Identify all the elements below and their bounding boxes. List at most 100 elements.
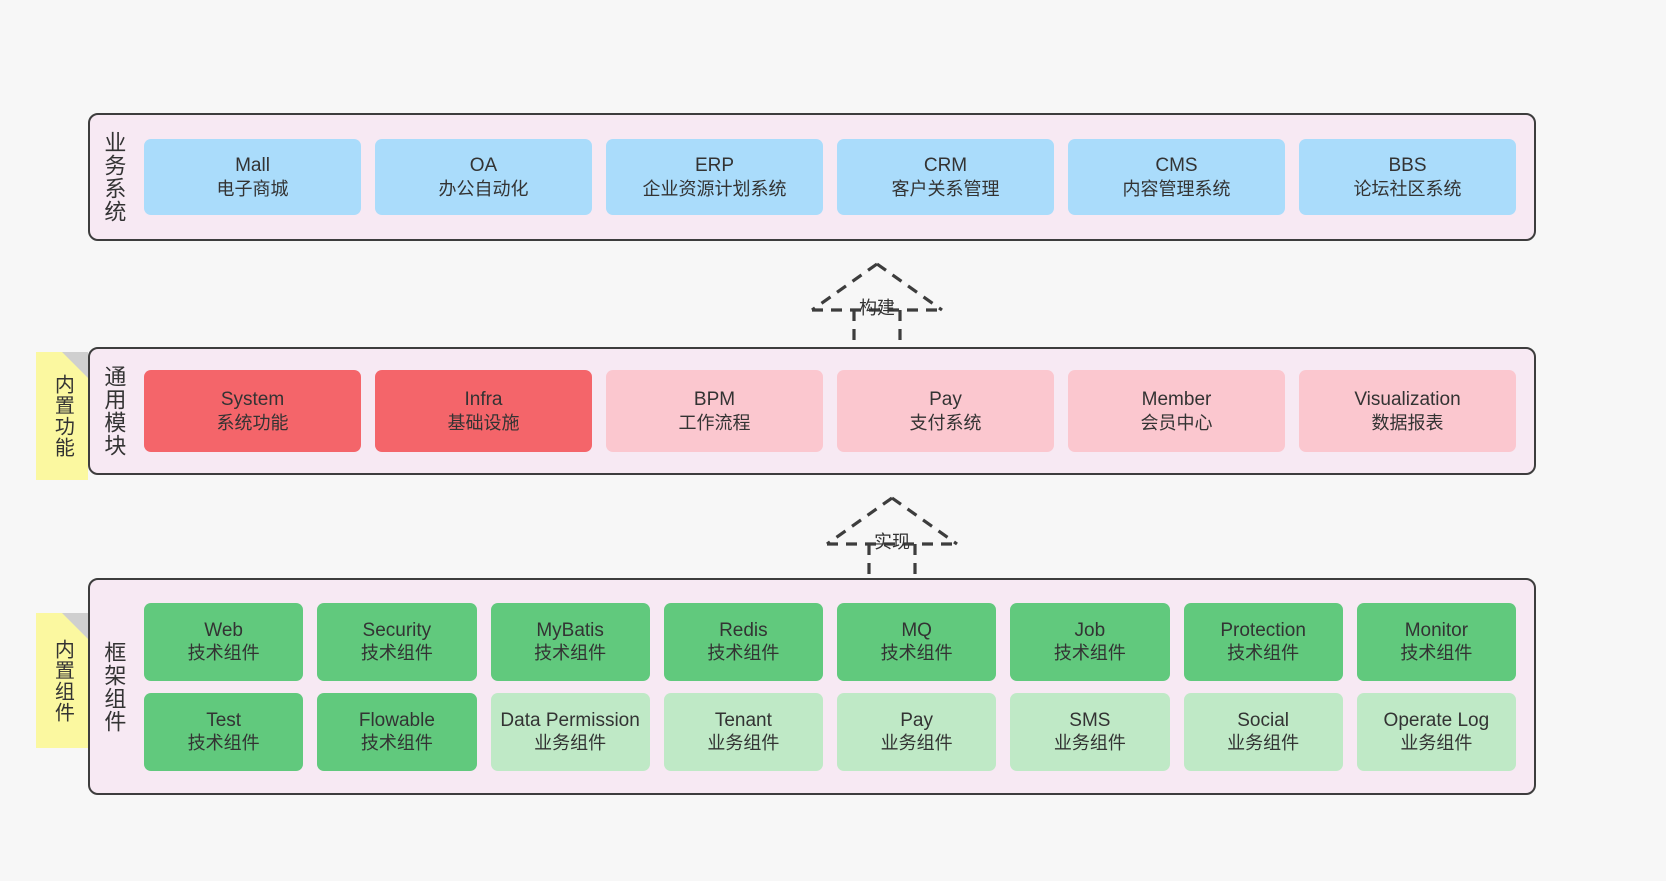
layer-modules-caption: 通用模块 bbox=[101, 365, 127, 457]
card-operate-log[interactable]: Operate Log 业务组件 bbox=[1356, 692, 1516, 771]
card-infra-subtitle: 基础设施 bbox=[447, 412, 520, 433]
card-mq-title: MQ bbox=[901, 619, 932, 641]
framework-row-tech: Web 技术组件 Security 技术组件 MyBatis 技术组件 Redi… bbox=[144, 602, 1516, 681]
card-bpm[interactable]: BPM 工作流程 bbox=[606, 370, 823, 452]
card-member[interactable]: Member 会员中心 bbox=[1068, 370, 1285, 452]
card-bbs-title: BBS bbox=[1388, 155, 1427, 177]
card-monitor-subtitle: 技术组件 bbox=[1400, 643, 1473, 664]
card-sms-title: SMS bbox=[1069, 709, 1111, 731]
layer-framework-caption: 框架组件 bbox=[101, 640, 127, 733]
card-operate-log-title: Operate Log bbox=[1383, 709, 1490, 731]
card-mybatis[interactable]: MyBatis 技术组件 bbox=[490, 602, 650, 681]
card-cms-subtitle: 内容管理系统 bbox=[1122, 178, 1231, 199]
layer-modules-body: System 系统功能 Infra 基础设施 BPM 工作流程 Pay 支付系统… bbox=[136, 349, 1534, 473]
card-visualization[interactable]: Visualization 数据报表 bbox=[1299, 370, 1516, 452]
card-crm-subtitle: 客户关系管理 bbox=[891, 178, 1000, 199]
card-cms-title: CMS bbox=[1155, 155, 1198, 177]
framework-row-business: Test 技术组件 Flowable 技术组件 Data Permission … bbox=[144, 692, 1516, 771]
layer-framework-components: 框架组件 Web 技术组件 Security 技术组件 MyBatis 技术组件… bbox=[88, 578, 1536, 795]
card-cms[interactable]: CMS 内容管理系统 bbox=[1068, 139, 1285, 215]
card-pay-component[interactable]: Pay 业务组件 bbox=[837, 692, 997, 771]
card-test-title: Test bbox=[206, 709, 242, 731]
card-job-subtitle: 技术组件 bbox=[1053, 643, 1126, 664]
card-erp-subtitle: 企业资源计划系统 bbox=[642, 178, 787, 199]
card-crm[interactable]: CRM 客户关系管理 bbox=[837, 139, 1054, 215]
card-system-title: System bbox=[220, 389, 285, 411]
card-social[interactable]: Social 业务组件 bbox=[1183, 692, 1343, 771]
card-bpm-title: BPM bbox=[693, 389, 736, 411]
note-builtin-components-label: 内置组件 bbox=[51, 638, 74, 723]
card-test[interactable]: Test 技术组件 bbox=[144, 692, 304, 771]
card-pay-module-title: Pay bbox=[929, 389, 962, 411]
layer-framework-body: Web 技术组件 Security 技术组件 MyBatis 技术组件 Redi… bbox=[136, 580, 1534, 793]
card-redis-subtitle: 技术组件 bbox=[707, 643, 780, 664]
card-member-title: Member bbox=[1141, 389, 1212, 411]
card-sms-subtitle: 业务组件 bbox=[1053, 733, 1126, 754]
note-fold-corner-icon bbox=[62, 352, 88, 378]
note-builtin-features-label: 内置功能 bbox=[51, 374, 74, 458]
connector-implement-label: 实现 bbox=[874, 532, 910, 552]
card-social-subtitle: 业务组件 bbox=[1227, 733, 1300, 754]
card-operate-log-subtitle: 业务组件 bbox=[1400, 733, 1473, 754]
card-system-subtitle: 系统功能 bbox=[216, 412, 289, 433]
card-web-title: Web bbox=[204, 619, 243, 641]
card-data-permission-title: Data Permission bbox=[500, 709, 640, 731]
card-security-subtitle: 技术组件 bbox=[360, 643, 433, 664]
card-flowable[interactable]: Flowable 技术组件 bbox=[317, 692, 477, 771]
card-erp-title: ERP bbox=[694, 155, 735, 177]
layer-common-modules: 通用模块 System 系统功能 Infra 基础设施 BPM 工作流程 Pay… bbox=[88, 347, 1536, 475]
card-job-title: Job bbox=[1074, 619, 1106, 641]
card-pay-module[interactable]: Pay 支付系统 bbox=[837, 370, 1054, 452]
card-web[interactable]: Web 技术组件 bbox=[144, 602, 304, 681]
card-pay-module-subtitle: 支付系统 bbox=[909, 412, 982, 433]
card-protection-title: Protection bbox=[1220, 619, 1306, 641]
card-mybatis-subtitle: 技术组件 bbox=[534, 643, 607, 664]
card-visualization-title: Visualization bbox=[1354, 389, 1461, 411]
card-system[interactable]: System 系统功能 bbox=[144, 370, 361, 452]
card-bbs[interactable]: BBS 论坛社区系统 bbox=[1299, 139, 1516, 215]
card-protection[interactable]: Protection 技术组件 bbox=[1183, 602, 1343, 681]
card-oa-subtitle: 办公自动化 bbox=[438, 178, 529, 199]
card-mq-subtitle: 技术组件 bbox=[880, 643, 953, 664]
card-flowable-subtitle: 技术组件 bbox=[360, 733, 433, 754]
card-mq[interactable]: MQ 技术组件 bbox=[837, 602, 997, 681]
modules-card-row: System 系统功能 Infra 基础设施 BPM 工作流程 Pay 支付系统… bbox=[144, 370, 1516, 452]
layer-business-body: Mall 电子商城 OA 办公自动化 ERP 企业资源计划系统 CRM 客户关系… bbox=[136, 115, 1534, 239]
card-erp[interactable]: ERP 企业资源计划系统 bbox=[606, 139, 823, 215]
card-oa[interactable]: OA 办公自动化 bbox=[375, 139, 592, 215]
card-redis-title: Redis bbox=[719, 619, 768, 641]
card-test-subtitle: 技术组件 bbox=[187, 733, 260, 754]
card-tenant[interactable]: Tenant 业务组件 bbox=[663, 692, 823, 771]
card-monitor-title: Monitor bbox=[1404, 619, 1469, 641]
card-web-subtitle: 技术组件 bbox=[187, 643, 260, 664]
note-builtin-components: 内置组件 bbox=[36, 613, 88, 748]
card-monitor[interactable]: Monitor 技术组件 bbox=[1356, 602, 1516, 681]
card-oa-title: OA bbox=[469, 155, 498, 177]
card-pay-component-subtitle: 业务组件 bbox=[880, 733, 953, 754]
card-job[interactable]: Job 技术组件 bbox=[1010, 602, 1170, 681]
layer-business-system: 业务系统 Mall 电子商城 OA 办公自动化 ERP 企业资源计划系统 CRM… bbox=[88, 113, 1536, 241]
card-social-title: Social bbox=[1237, 709, 1289, 731]
card-protection-subtitle: 技术组件 bbox=[1227, 643, 1300, 664]
card-crm-title: CRM bbox=[923, 155, 968, 177]
card-visualization-subtitle: 数据报表 bbox=[1371, 412, 1444, 433]
card-bpm-subtitle: 工作流程 bbox=[678, 412, 751, 433]
card-sms[interactable]: SMS 业务组件 bbox=[1010, 692, 1170, 771]
card-redis[interactable]: Redis 技术组件 bbox=[663, 602, 823, 681]
card-flowable-title: Flowable bbox=[358, 709, 435, 731]
business-card-row: Mall 电子商城 OA 办公自动化 ERP 企业资源计划系统 CRM 客户关系… bbox=[144, 139, 1516, 215]
card-security[interactable]: Security 技术组件 bbox=[317, 602, 477, 681]
card-member-subtitle: 会员中心 bbox=[1140, 412, 1213, 433]
card-infra-title: Infra bbox=[464, 389, 503, 411]
note-builtin-features: 内置功能 bbox=[36, 352, 88, 480]
card-data-permission[interactable]: Data Permission 业务组件 bbox=[490, 692, 650, 771]
card-infra[interactable]: Infra 基础设施 bbox=[375, 370, 592, 452]
card-data-permission-subtitle: 业务组件 bbox=[534, 733, 607, 754]
layer-business-caption: 业务系统 bbox=[101, 131, 127, 223]
connector-build-label: 构建 bbox=[859, 298, 895, 318]
card-pay-component-title: Pay bbox=[900, 709, 933, 731]
card-tenant-title: Tenant bbox=[714, 709, 772, 731]
card-mall[interactable]: Mall 电子商城 bbox=[144, 139, 361, 215]
note-fold-corner-icon bbox=[62, 613, 88, 639]
